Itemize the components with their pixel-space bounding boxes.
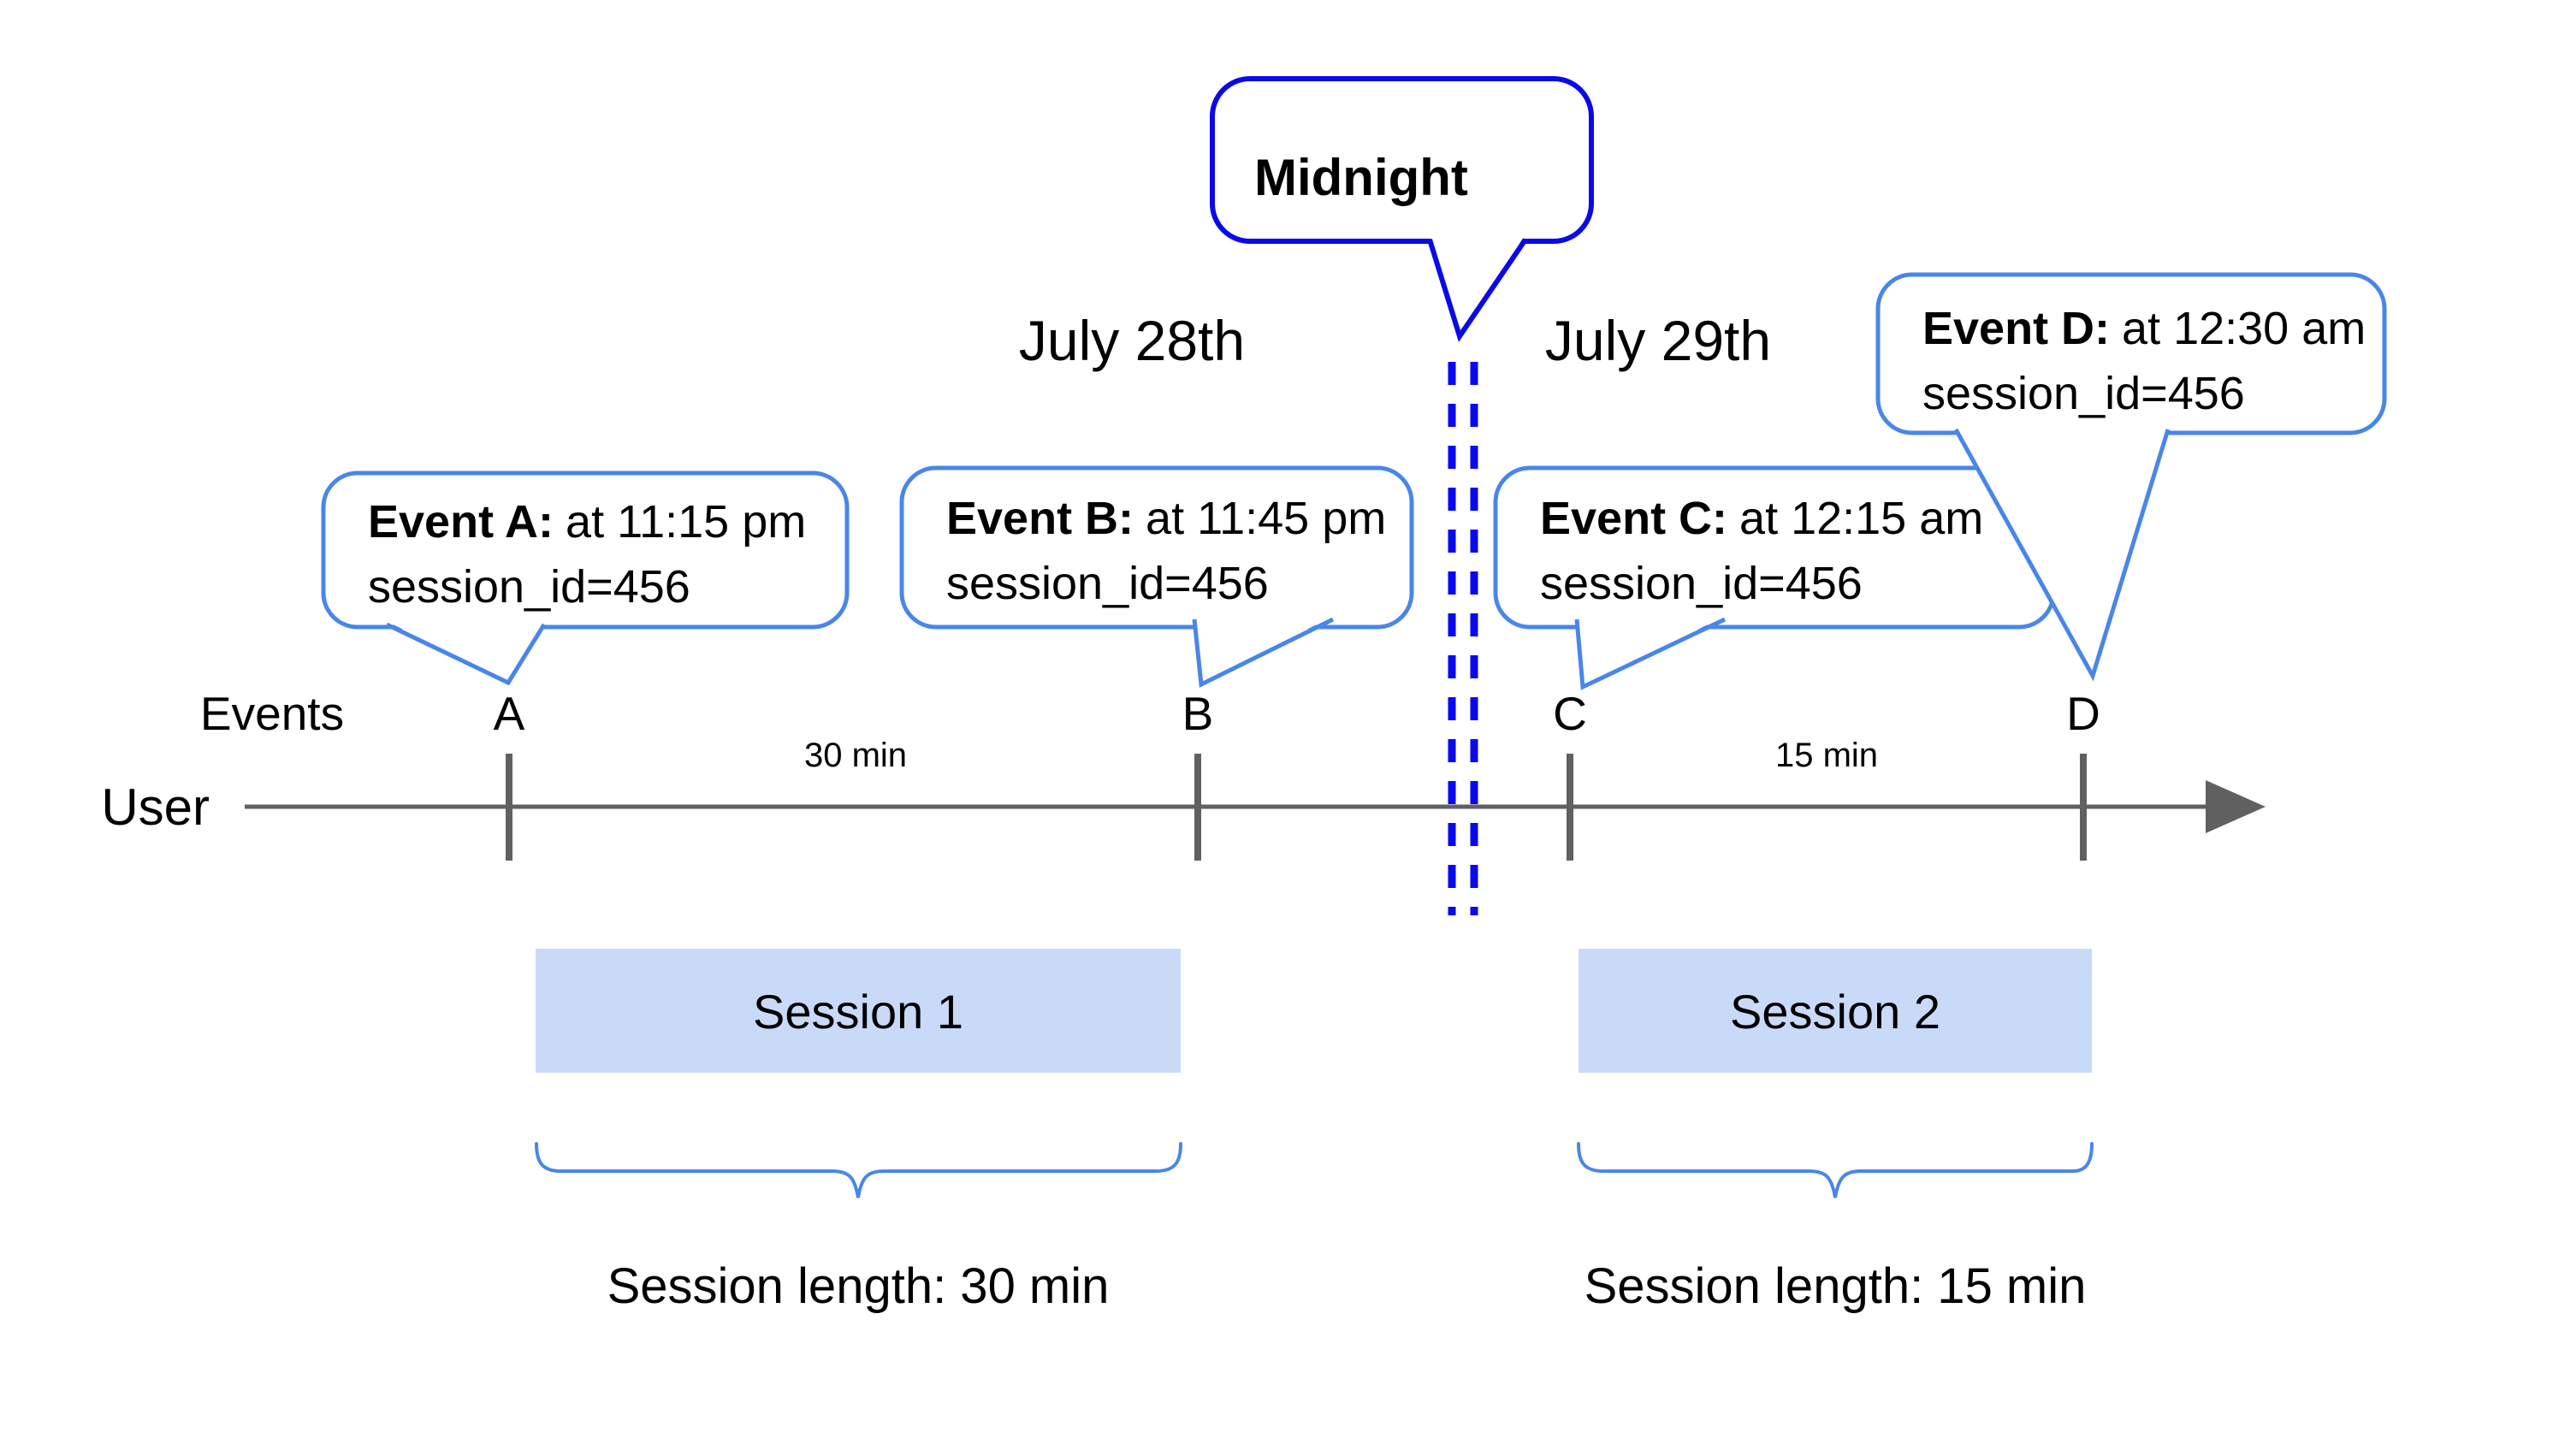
event-a-callout-box (321, 471, 850, 630)
event-a-callout: Event A:at 11:15 pm session_id=456 (321, 471, 850, 686)
session-2-brace (1577, 1142, 2094, 1199)
session-1-box (536, 949, 1181, 1073)
event-b-line1: Event B:at 11:45 pm (946, 493, 1386, 544)
event-d-line2: session_id=456 (1922, 368, 2245, 419)
event-c-callout-tail-outline (1574, 617, 1727, 690)
event-b-callout: Event B:at 11:45 pm session_id=456 (899, 465, 1414, 688)
date-label-july-28: July 28th (1019, 309, 1245, 372)
event-b-callout-tail (1194, 616, 1333, 684)
user-axis-label: User (101, 778, 210, 836)
midnight-label: Midnight (1254, 149, 1468, 206)
event-a-line2: session_id=456 (368, 561, 690, 613)
event-b-line2: session_id=456 (946, 558, 1269, 609)
session-2-label: Session 2 (1730, 985, 1940, 1039)
session-2: Session 2 Session length: 15 min (1577, 949, 2094, 1314)
event-c-callout: Event C:at 12:15 am session_id=456 (1493, 465, 2056, 690)
session-1-label: Session 1 (753, 985, 963, 1039)
tick-label-a: A (494, 687, 525, 740)
event-c-line1: Event C:at 12:15 am (1540, 493, 1983, 544)
session-1: Session 1 Session length: 30 min (535, 949, 1182, 1314)
timeline-arrowhead-icon (2206, 780, 2266, 833)
tick-label-b: B (1182, 687, 1214, 740)
midnight-callout-tail-outline (1427, 238, 1528, 342)
session-1-brace (535, 1142, 1182, 1199)
event-a-callout-tail-outline (385, 622, 547, 686)
event-a-callout-tail (387, 621, 544, 683)
midnight-divider (1448, 362, 1478, 915)
event-c-line2: session_id=456 (1540, 558, 1863, 609)
event-c-callout-tail (1577, 616, 1725, 687)
tick-label-d: D (2066, 687, 2100, 740)
event-d-line1: Event D:at 12:30 am (1922, 303, 2366, 354)
event-b-callout-box (899, 465, 1414, 630)
session-2-length-label: Session length: 15 min (1585, 1258, 2087, 1314)
timeline (245, 754, 2266, 861)
midnight-callout-box (1210, 76, 1594, 244)
event-d-callout-tail (1956, 426, 2168, 676)
interval-label-15min: 15 min (1775, 737, 1878, 774)
tick-label-c: C (1553, 687, 1587, 740)
event-d-callout-tail-outline (1953, 428, 2171, 682)
event-a-line1: Event A:at 11:15 pm (368, 496, 806, 547)
session-1-length-label: Session length: 30 min (607, 1258, 1110, 1314)
event-d-callout: Event D:at 12:30 am session_id=456 (1875, 272, 2387, 682)
date-label-july-29: July 29th (1545, 309, 1771, 372)
interval-label-30min: 30 min (804, 737, 907, 774)
events-axis-label: Events (200, 687, 344, 740)
midnight-callout: Midnight (1210, 76, 1594, 342)
event-b-callout-tail-outline (1192, 617, 1335, 688)
session-2-box (1579, 949, 2092, 1073)
